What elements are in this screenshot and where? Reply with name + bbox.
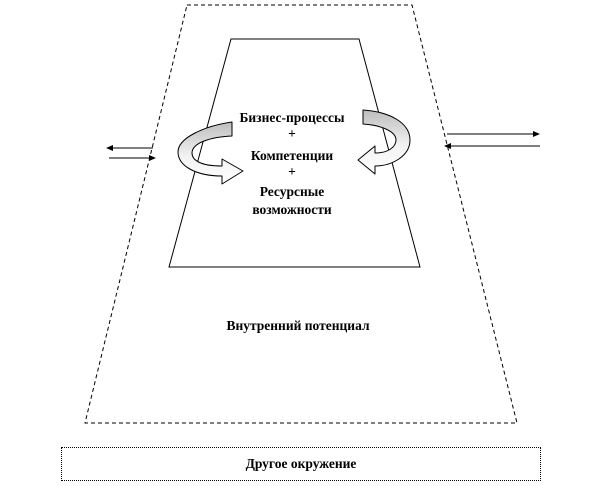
left-outbound-arrow-head-icon <box>149 155 156 161</box>
core-plus-2: + <box>288 164 296 179</box>
core-line-capabilities: возможности <box>252 202 332 217</box>
left-inbound-arrow-head-icon <box>106 145 113 151</box>
internal-potential-trapezoid <box>84 4 518 424</box>
core-line-business-processes: Бизнес-процессы <box>239 110 345 125</box>
left-cycle-arrow-icon <box>177 121 244 185</box>
core-line-resource: Ресурсные <box>260 184 325 199</box>
right-cycle-arrow-icon <box>357 109 411 175</box>
other-environment-box: Другое окружение <box>61 447 541 481</box>
other-environment-label: Другое окружение <box>245 456 357 471</box>
core-trapezoid <box>168 38 421 268</box>
right-inbound-arrow-head-icon <box>444 143 451 149</box>
right-outbound-arrow-head-icon <box>533 131 540 137</box>
right-exchange-arrows <box>444 131 540 149</box>
internal-potential-label: Внутренний потенциал <box>226 318 369 333</box>
core-line-competencies: Компетенции <box>251 148 334 163</box>
core-plus-1: + <box>288 126 296 141</box>
left-exchange-arrows <box>106 145 156 161</box>
